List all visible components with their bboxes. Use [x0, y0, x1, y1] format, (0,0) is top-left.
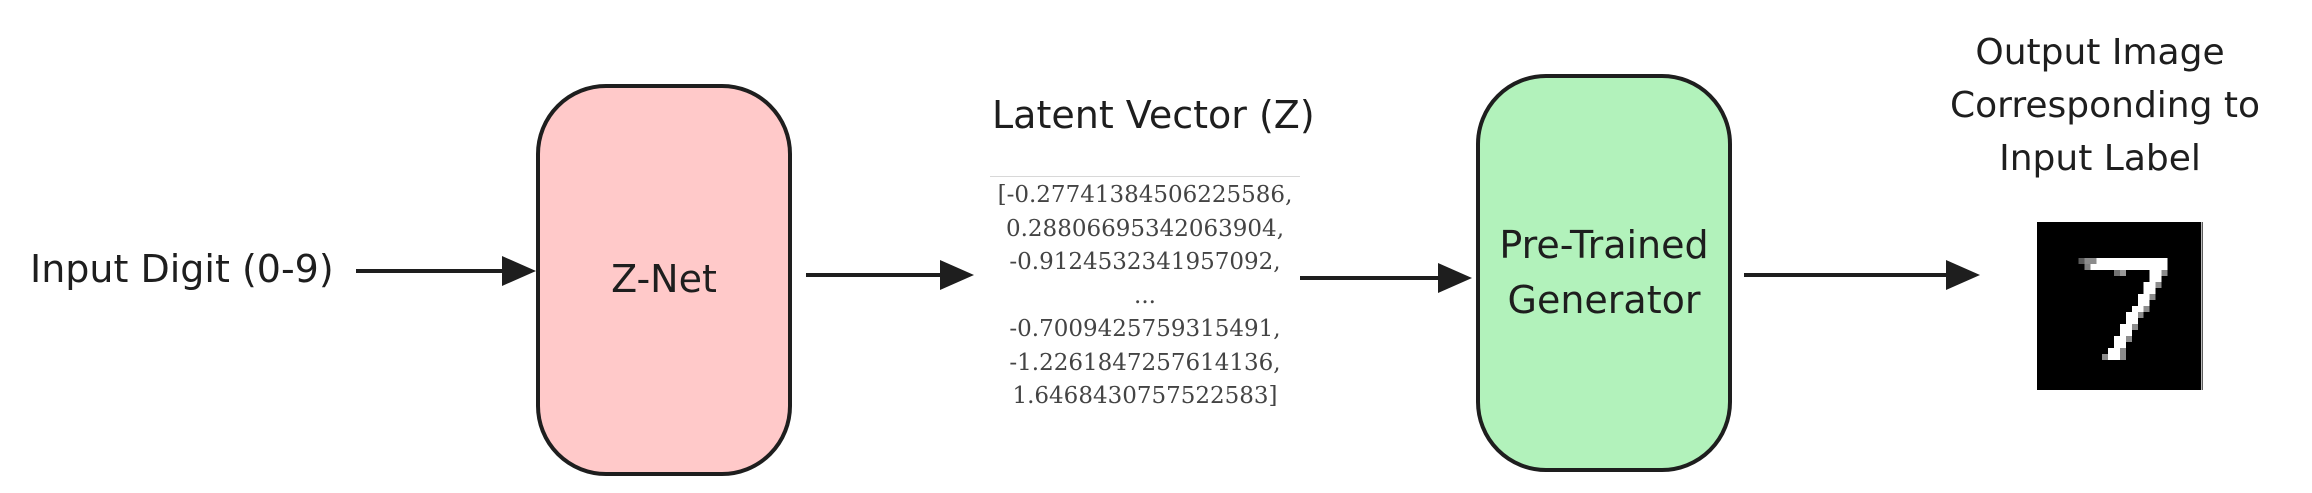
digit-pixel: [2114, 258, 2120, 264]
digit-pixel: [2125, 258, 2132, 264]
digit-pixel: [2108, 264, 2115, 270]
digit-pixel: [2114, 354, 2120, 360]
output-title-line3: Input Label: [1999, 138, 2201, 179]
digit-pixel: [2102, 264, 2109, 270]
output-title-line2: Corresponding to: [1950, 85, 2261, 126]
digit-pixel: [2125, 324, 2132, 330]
digit-pixel: [2143, 258, 2150, 264]
digit-pixel: [2143, 306, 2150, 312]
latent-value-line: [-0.27741384506225586,: [997, 182, 1293, 208]
digit-pixel: [2125, 318, 2132, 324]
digit-pixel: [2120, 348, 2126, 354]
digit-pixel: [2149, 270, 2156, 276]
digit-pixel: [2114, 336, 2120, 342]
digit-pixel: [2131, 306, 2138, 312]
latent-value-line: -0.7009425759315491,: [1009, 316, 1281, 342]
digit-pixel: [2108, 354, 2115, 360]
output-image-title: Output Image Corresponding to Input Labe…: [1950, 26, 2261, 185]
digit-pixel: [2149, 258, 2156, 264]
mnist-digit-7-image: [2037, 222, 2203, 390]
digit-pixel: [2102, 258, 2109, 264]
generator-label-line2: Generator: [1507, 278, 1701, 322]
digit-pixel: [2131, 264, 2138, 270]
digit-pixel: [2125, 330, 2132, 336]
digit-pixel: [2131, 258, 2138, 264]
latent-value-line: 1.6468430757522583]: [1012, 383, 1278, 409]
digit-pixel: [2137, 294, 2144, 300]
digit-pixel: [2137, 306, 2144, 312]
latent-value-line: 0.28806695342063904,: [1005, 215, 1285, 242]
input-digit-label: Input Digit (0-9): [30, 247, 334, 291]
digit-pixel: [2114, 264, 2120, 270]
latent-vector-values: [-0.27741384506225586, 0.288066953420639…: [990, 176, 1300, 414]
digit-pixel: [2155, 276, 2162, 282]
digit-pixel: [2155, 258, 2162, 264]
arrow-input-to-znet: [356, 256, 536, 286]
digit-pixel: [2155, 270, 2162, 276]
digit-pixel: [2137, 300, 2144, 306]
digit-pixel: [2125, 264, 2132, 270]
digit-pixel: [2096, 264, 2103, 270]
digit-pixel: [2155, 282, 2162, 288]
latent-value-ellipsis: ...: [1134, 282, 1156, 309]
digit-pixel: [2084, 258, 2091, 264]
digit-pixel: [2161, 264, 2168, 270]
digit-pixel: [2084, 264, 2091, 270]
generator-label-line1: Pre-Trained: [1499, 222, 1709, 267]
digit-pixel: [2120, 342, 2126, 348]
digit-pixel: [2161, 270, 2168, 276]
digit-pixel: [2143, 300, 2150, 306]
latent-vector-title: Latent Vector (Z): [992, 93, 1315, 137]
digit-pixel: [2120, 330, 2126, 336]
digit-pixel: [2108, 258, 2115, 264]
digit-pixel: [2120, 270, 2126, 276]
arrow-znet-to-latent: [806, 260, 974, 290]
pretrained-generator-node: Pre-Trained Generator: [1476, 74, 1732, 472]
znet-node: Z-Net: [536, 84, 792, 476]
digit-pixel: [2155, 264, 2162, 270]
latent-value-line: -0.9124532341957092,: [1009, 249, 1281, 275]
digit-pixel: [2108, 348, 2115, 354]
digit-pixel: [2131, 312, 2138, 318]
digit-pixel: [2131, 324, 2138, 330]
digit-pixel: [2078, 258, 2085, 264]
digit-pixel: [2120, 324, 2126, 330]
arrow-latent-to-generator: [1300, 263, 1472, 293]
digit-pixel: [2143, 264, 2150, 270]
digit-pixel: [2149, 276, 2156, 282]
digit-pixel: [2143, 282, 2150, 288]
digit-pixel: [2149, 294, 2156, 300]
digit-pixel: [2096, 258, 2103, 264]
digit-pixel: [2102, 354, 2109, 360]
digit-pixel: [2131, 318, 2138, 324]
digit-pixel: [2149, 264, 2156, 270]
digit-pixel: [2125, 336, 2132, 342]
latent-value-line: -1.2261847257614136,: [1009, 349, 1281, 376]
digit-pixel: [2120, 336, 2126, 342]
digit-pixel: [2120, 354, 2126, 360]
arrow-generator-to-output: [1744, 260, 1980, 290]
digit-pixel: [2090, 264, 2097, 270]
digit-pixel: [2143, 288, 2150, 294]
digit-pixel: [2090, 258, 2097, 264]
digit-pixel: [2137, 264, 2144, 270]
digit-pixel: [2114, 348, 2120, 354]
digit-pixel: [2161, 258, 2168, 264]
digit-pixel: [2114, 270, 2120, 276]
digit-pixel: [2114, 342, 2120, 348]
digit-pixel: [2120, 264, 2126, 270]
output-title-line1: Output Image: [1975, 32, 2225, 73]
digit-pixel: [2143, 294, 2150, 300]
znet-label: Z-Net: [611, 257, 717, 302]
digit-pixel: [2137, 258, 2144, 264]
digit-pixel: [2149, 288, 2156, 294]
digit-pixel: [2137, 312, 2144, 318]
digit-pixel: [2120, 258, 2126, 264]
digit-pixel: [2149, 282, 2156, 288]
digit-pixel: [2125, 312, 2132, 318]
digit-pixels: [2078, 258, 2168, 360]
